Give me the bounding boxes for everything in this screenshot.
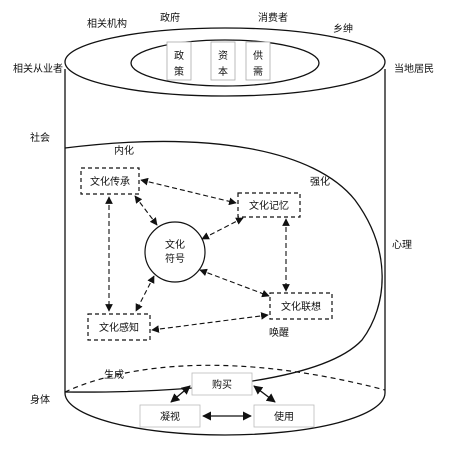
arrow-heritage-symbol (134, 195, 158, 226)
node-symbol-text-2: 符号 (165, 252, 185, 265)
node-heritage (80, 167, 140, 195)
capital-text-1: 资 (218, 50, 228, 62)
node-heritage-text: 文化传承 (90, 175, 130, 188)
action-gaze-text: 凝视 (160, 410, 180, 423)
label-government: 政府 (160, 11, 180, 24)
arrow-symbol-association (199, 268, 270, 298)
policy-text-2: 策 (174, 65, 184, 78)
node-memory (237, 192, 301, 218)
action-gaze-box (139, 404, 201, 428)
label-awaken: 唤醒 (269, 326, 289, 339)
node-memory-text: 文化记忆 (249, 199, 289, 212)
capital-box (210, 41, 236, 81)
label-psychology: 心理 (392, 239, 412, 251)
cylinder-top-outer (64, 27, 386, 97)
arrow-symbol-perception (135, 275, 155, 312)
node-symbol (144, 221, 206, 283)
supply-demand-text-2: 需 (253, 66, 263, 78)
action-use-box (253, 404, 315, 428)
label-generate: 生成 (104, 368, 124, 381)
cylinder-bottom-front (64, 392, 386, 436)
policy-text-1: 政 (174, 49, 184, 62)
node-perception-text: 文化感知 (99, 321, 139, 334)
label-gentry: 乡绅 (333, 23, 353, 35)
label-related-institutions: 相关机构 (87, 17, 127, 30)
action-purchase-box (191, 372, 253, 396)
action-use-text: 使用 (274, 410, 294, 423)
policy-box (166, 41, 192, 81)
capital-text-2: 本 (218, 65, 228, 78)
label-local-residents: 当地居民 (394, 62, 434, 75)
label-internalize: 内化 (114, 144, 134, 157)
node-symbol-text-1: 文化 (165, 238, 185, 251)
label-society: 社会 (30, 131, 50, 144)
arrow-purchase-use (253, 385, 276, 403)
generate-dashed-curve (64, 364, 386, 393)
supply-demand-text-1: 供 (253, 49, 263, 62)
action-purchase-text: 购买 (212, 378, 232, 391)
label-strengthen: 强化 (310, 175, 330, 188)
node-perception (87, 313, 151, 341)
arrow-perception-association (151, 312, 269, 333)
label-body: 身体 (30, 393, 50, 406)
node-association (269, 292, 333, 320)
arrow-gaze-purchase (170, 385, 191, 403)
arrow-heritage-memory (140, 177, 237, 206)
label-consumers: 消费者 (258, 11, 288, 24)
node-association-text: 文化联想 (281, 300, 321, 313)
supply-demand-box (245, 41, 271, 81)
cylinder-top-inner (130, 39, 320, 87)
arrow-memory-symbol (201, 217, 244, 240)
label-practitioners: 相关从业者 (13, 62, 63, 75)
